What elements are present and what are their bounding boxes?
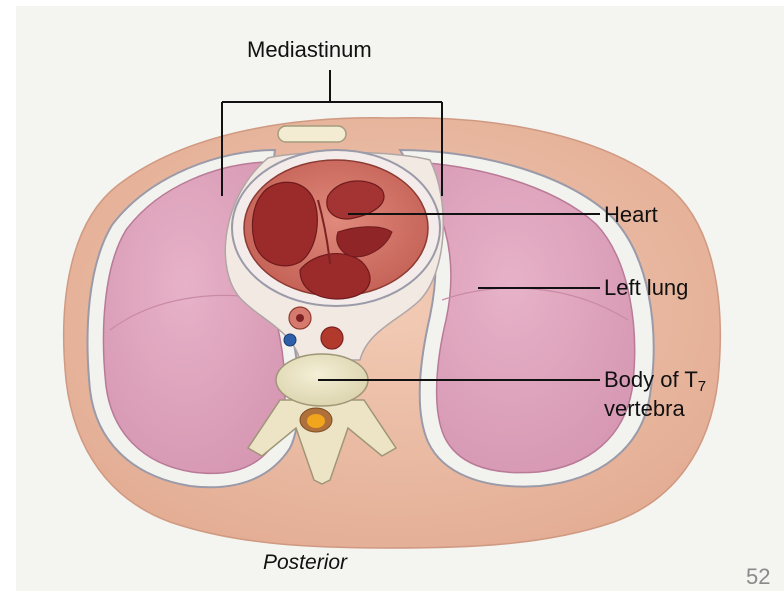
descending-aorta [321, 327, 343, 349]
left-lung-label: Left lung [604, 276, 688, 300]
sternum [278, 126, 346, 142]
posterior-label: Posterior [263, 551, 347, 574]
vertebra-body-label: Body of T7 [604, 368, 706, 396]
esophagus-lumen [296, 314, 304, 322]
heart-label: Heart [604, 203, 658, 227]
vertebra-level-subscript: 7 [698, 378, 706, 395]
vertebra-label: vertebra [604, 397, 685, 421]
azygos-vein [284, 334, 296, 346]
vertebra-body-label-text: Body of T [604, 367, 698, 392]
slide-number: 52 [746, 564, 770, 590]
right-ventricle-chamber [252, 182, 317, 266]
mediastinum-label: Mediastinum [247, 38, 372, 62]
spinal-cord [307, 414, 325, 428]
